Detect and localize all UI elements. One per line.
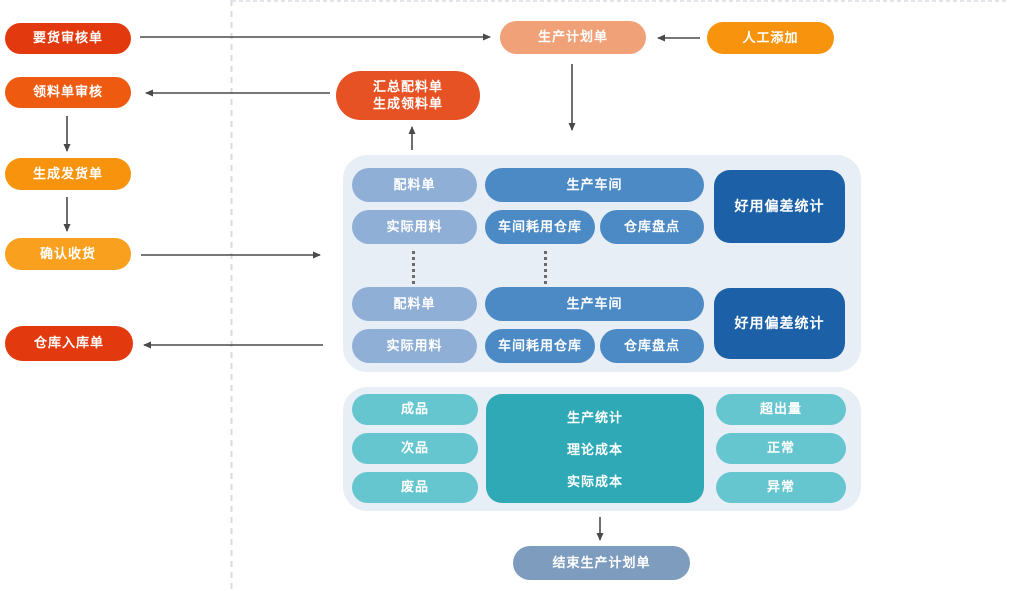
node-workshop-2: 生产车间 xyxy=(485,287,704,321)
node-summary-picking-line2: 生成领料单 xyxy=(372,95,443,111)
box-production-stats-line3: 实际成本 xyxy=(566,474,623,490)
node-production-plan: 生产计划单 xyxy=(500,21,646,54)
node-actual-usage-2: 实际用料 xyxy=(352,329,477,363)
node-ingredient-list-2-label: 配料单 xyxy=(393,295,436,311)
node-abnormal-label: 异常 xyxy=(766,479,795,495)
node-excess-label: 超出量 xyxy=(759,401,802,417)
node-demand-audit-label: 要货审核单 xyxy=(32,30,103,46)
node-actual-usage-1: 实际用料 xyxy=(352,210,477,244)
node-deviation-stats-2: 好用偏差统计 xyxy=(714,288,845,359)
node-manual-add-label: 人工添加 xyxy=(742,29,799,45)
node-normal-label: 正常 xyxy=(766,440,795,456)
node-picking-audit: 领料单审核 xyxy=(5,77,131,108)
node-inventory-check-1-label: 仓库盘点 xyxy=(623,218,680,234)
node-deviation-stats-2-label: 好用偏差统计 xyxy=(734,314,825,331)
node-inventory-check-2-label: 仓库盘点 xyxy=(623,337,680,353)
node-inventory-check-2: 仓库盘点 xyxy=(600,329,704,363)
node-actual-usage-1-label: 实际用料 xyxy=(386,218,443,234)
node-workshop-warehouse-1: 车间耗用仓库 xyxy=(485,210,595,244)
node-actual-usage-2-label: 实际用料 xyxy=(386,337,443,353)
node-excess: 超出量 xyxy=(716,394,846,425)
node-warehouse-receipt-label: 仓库入库单 xyxy=(33,335,104,351)
box-production-stats-line2: 理论成本 xyxy=(566,441,623,457)
node-end-production-plan: 结束生产计划单 xyxy=(513,546,690,580)
node-workshop-warehouse-1-label: 车间耗用仓库 xyxy=(497,218,582,234)
node-normal: 正常 xyxy=(716,433,846,464)
node-defective-goods: 次品 xyxy=(352,433,478,464)
node-inventory-check-1: 仓库盘点 xyxy=(600,210,704,244)
node-workshop-1-label: 生产车间 xyxy=(566,176,623,192)
node-ingredient-list-1-label: 配料单 xyxy=(393,176,436,192)
node-create-shipment: 生成发货单 xyxy=(5,158,131,190)
box-production-stats-line1: 生产统计 xyxy=(566,409,623,425)
node-ingredient-list-1: 配料单 xyxy=(352,168,477,202)
node-picking-audit-label: 领料单审核 xyxy=(32,84,103,100)
node-deviation-stats-1-label: 好用偏差统计 xyxy=(734,197,825,214)
dotted-connector-center xyxy=(544,251,547,284)
node-workshop-1: 生产车间 xyxy=(485,168,704,202)
node-workshop-warehouse-2: 车间耗用仓库 xyxy=(485,329,595,363)
node-deviation-stats-1: 好用偏差统计 xyxy=(714,170,845,243)
node-confirm-receipt: 确认收货 xyxy=(5,238,131,270)
node-scrap-goods: 废品 xyxy=(352,472,478,503)
node-create-shipment-label: 生成发货单 xyxy=(32,165,103,181)
node-production-plan-label: 生产计划单 xyxy=(537,29,608,45)
node-confirm-receipt-label: 确认收货 xyxy=(39,245,96,261)
box-production-stats: 生产统计 理论成本 实际成本 xyxy=(486,394,704,503)
node-end-production-plan-label: 结束生产计划单 xyxy=(552,554,651,570)
node-manual-add: 人工添加 xyxy=(707,22,834,54)
dotted-connector-left xyxy=(412,251,415,284)
node-summary-picking-line1: 汇总配料单 xyxy=(372,79,443,95)
node-ingredient-list-2: 配料单 xyxy=(352,287,477,321)
node-workshop-warehouse-2-label: 车间耗用仓库 xyxy=(497,337,582,353)
node-workshop-2-label: 生产车间 xyxy=(566,295,623,311)
node-defective-goods-label: 次品 xyxy=(400,440,429,456)
node-summary-picking: 汇总配料单 生成领料单 xyxy=(336,71,480,120)
node-finished-goods: 成品 xyxy=(352,394,478,425)
node-finished-goods-label: 成品 xyxy=(400,401,429,417)
node-scrap-goods-label: 废品 xyxy=(400,479,429,495)
node-demand-audit: 要货审核单 xyxy=(5,23,131,54)
node-abnormal: 异常 xyxy=(716,472,846,503)
node-warehouse-receipt: 仓库入库单 xyxy=(5,326,133,361)
